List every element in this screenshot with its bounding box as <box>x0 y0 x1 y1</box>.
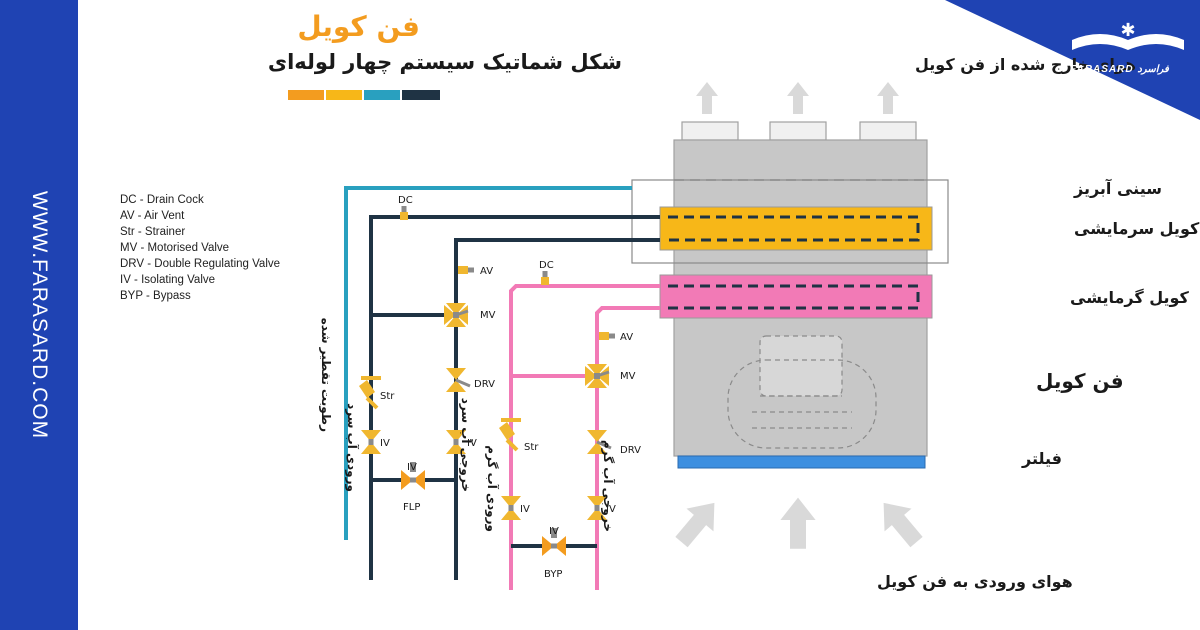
label-flp: FLP <box>403 502 420 513</box>
label-iv-hot-out: IV <box>606 504 616 515</box>
outlet-grille-3 <box>859 121 917 141</box>
label-byp: BYP <box>544 569 562 580</box>
label-iv-chilled-in: IV <box>380 438 390 449</box>
label-chilled-in: ورودی آب سرد <box>344 403 360 492</box>
color-bar-4 <box>402 90 440 100</box>
label-fan-coil: فن کویل <box>1036 369 1124 393</box>
label-iv-flp: IV <box>407 462 417 473</box>
legend-item-mv: MV - Motorised Valve <box>120 242 230 254</box>
legend-item-byp: BYP - Bypass <box>120 290 191 302</box>
corner-triangle <box>945 0 1200 120</box>
label-str-hot: Str <box>524 442 539 453</box>
label-dc-hot: DC <box>539 260 554 271</box>
byp-valve[interactable] <box>542 536 566 556</box>
label-drv-hot: DRV <box>620 445 641 456</box>
label-filter: فیلتر <box>1021 449 1062 468</box>
legend-item-dc: DC - Drain Cock <box>120 194 204 206</box>
label-iv-byp: IV <box>549 526 559 537</box>
sidebar: WWW.FARASARD.COM <box>0 0 78 630</box>
mv-valve-chilled[interactable] <box>442 301 470 329</box>
label-condensate: رطوبت تقطیر شده <box>318 318 333 432</box>
mv-valve-hot[interactable] <box>583 362 611 390</box>
air-out-arrows <box>696 82 899 114</box>
dc-fitting-chilled <box>400 206 408 220</box>
chilled-water-supply-pipe <box>369 215 660 580</box>
label-av-chilled: AV <box>480 266 493 277</box>
color-bar-2 <box>326 90 362 100</box>
label-hot-in: ورودی آب گرم <box>484 445 500 532</box>
outlet-grille-2 <box>769 121 827 141</box>
dc-fitting-hot <box>541 271 549 285</box>
label-drain-pan: سینی آبریز <box>1073 178 1162 198</box>
abbreviation-legend: DC - Drain Cock AV - Air Vent Str - Stra… <box>120 192 280 304</box>
hot-water-supply-pipe <box>509 284 660 590</box>
iv-valve-chilled-in[interactable] <box>361 430 381 454</box>
brand-logo-text: FARASARD فراسرد <box>1070 64 1169 75</box>
label-dc-chilled: DC <box>398 195 413 206</box>
label-av-hot: AV <box>620 332 633 343</box>
iv-valve-hot-in[interactable] <box>501 496 521 520</box>
condensate-pipe <box>344 186 632 540</box>
label-cooling-coil: کویل سرمایشی <box>1074 219 1200 238</box>
label-mv-chilled: MV <box>480 310 496 321</box>
page-subtitle: شکل شماتیک سیستم چهار لوله‌ای <box>267 50 622 74</box>
legend-item-iv: IV - Isolating Valve <box>120 274 216 286</box>
blower <box>727 335 877 449</box>
label-str-chilled: Str <box>380 391 395 402</box>
label-air-in: هوای ورودی به فن کویل <box>877 572 1073 591</box>
cooling-coil <box>659 206 933 251</box>
legend-item-drv: DRV - Double Regulating Valve <box>120 258 281 270</box>
svg-text:✱: ✱ <box>1120 20 1135 41</box>
label-drv-chilled: DRV <box>474 379 495 390</box>
label-air-out: هوای خارج شده از فن کویل <box>915 55 1136 74</box>
outlet-grille-1 <box>681 121 739 141</box>
farasard-logo: ✱ <box>1072 20 1184 50</box>
label-iv-chilled-out: IV <box>467 438 477 449</box>
legend-item-av: AV - Air Vent <box>120 210 185 222</box>
drv-valve-chilled[interactable] <box>444 366 472 394</box>
av-fitting-chilled <box>458 266 474 274</box>
heating-coil <box>659 274 933 319</box>
filter <box>677 455 926 469</box>
flp-valve[interactable] <box>401 470 425 490</box>
chilled-water-return-pipe <box>454 238 660 580</box>
label-hot-out: خروجی آب گرم <box>600 440 616 532</box>
av-fitting-hot <box>599 332 615 340</box>
label-chilled-out: خروجی آب سرد <box>458 398 474 492</box>
legend-item-str: Str - Strainer <box>120 226 186 238</box>
label-heating-coil: کویل گرمایشی <box>1070 288 1190 307</box>
label-iv-hot-in: IV <box>520 504 530 515</box>
color-bar-3 <box>364 90 400 100</box>
page-title: فن کویل <box>297 10 420 43</box>
label-mv-hot: MV <box>620 371 636 382</box>
air-in-arrows <box>668 491 930 554</box>
color-bar-1 <box>288 90 324 100</box>
